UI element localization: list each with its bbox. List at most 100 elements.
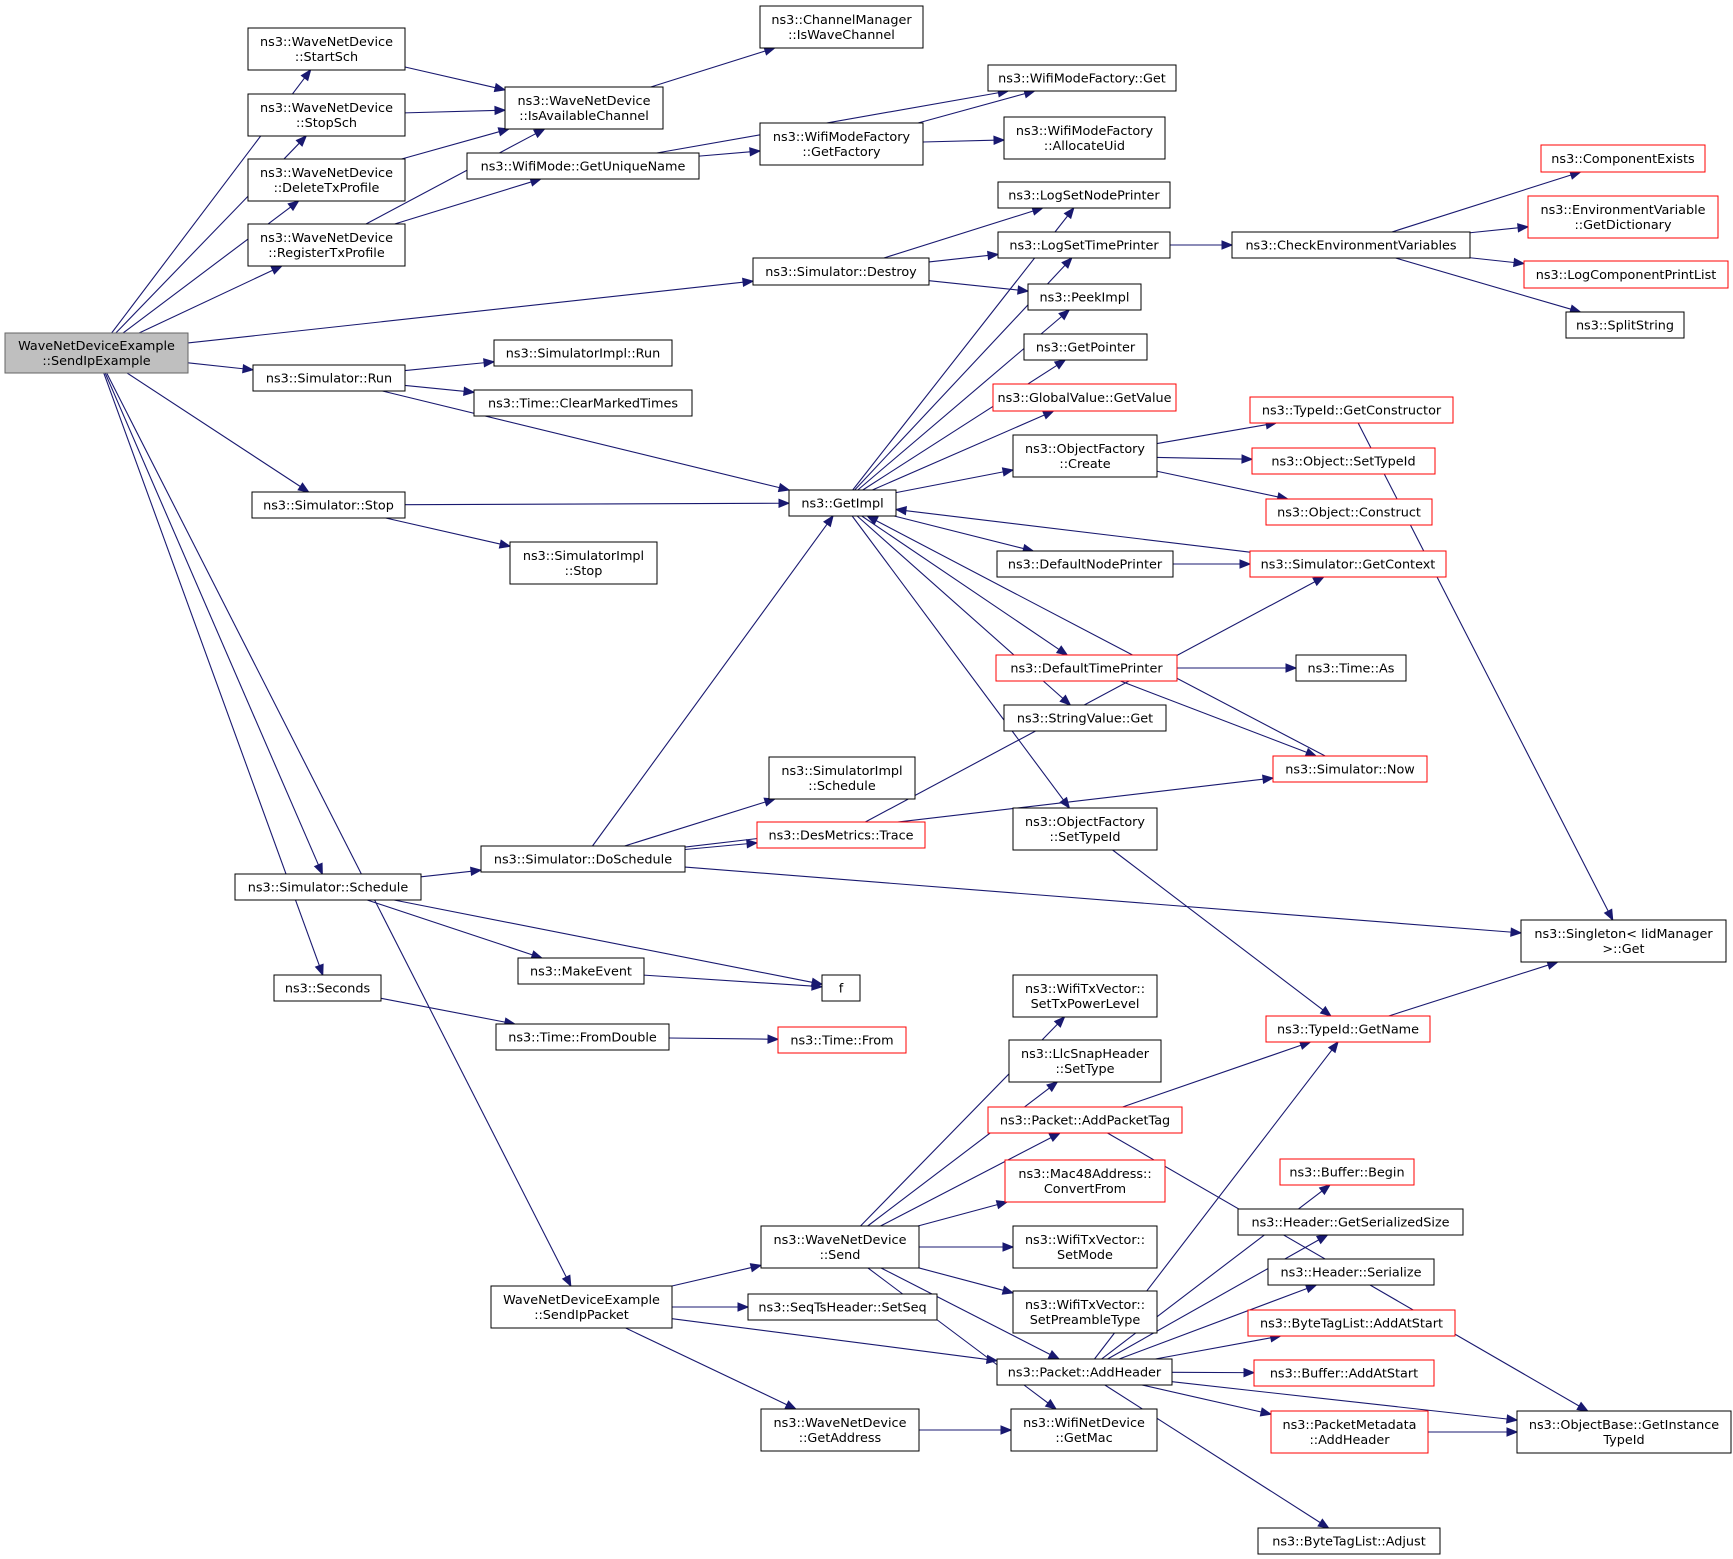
node-box[interactable] xyxy=(504,86,664,130)
node-wmfGetFactory[interactable]: ns3::WifiModeFactory::GetFactory xyxy=(759,122,924,166)
node-deleteTx[interactable]: ns3::WaveNetDevice::DeleteTxProfile xyxy=(247,158,406,202)
node-box[interactable] xyxy=(996,550,1174,578)
node-wndSend[interactable]: ns3::WaveNetDevice::Send xyxy=(760,1225,920,1269)
node-stopSch[interactable]: ns3::WaveNetDevice::StopSch xyxy=(247,93,406,137)
node-box[interactable] xyxy=(996,1358,1173,1386)
node-box[interactable] xyxy=(1257,1527,1441,1555)
node-box[interactable] xyxy=(1247,1309,1456,1337)
node-box[interactable] xyxy=(1003,704,1167,732)
node-root[interactable]: WaveNetDeviceExample::SendIpExample xyxy=(4,332,189,374)
node-box[interactable] xyxy=(1012,1290,1158,1334)
node-box[interactable] xyxy=(821,974,861,1002)
node-box[interactable] xyxy=(1279,1158,1415,1186)
node-wifiGetMac[interactable]: ns3::WifiNetDevice::GetMac xyxy=(1010,1408,1158,1452)
node-txSetPreamble[interactable]: ns3::WifiTxVector::SetPreambleType xyxy=(1012,1290,1158,1334)
node-logSetTime[interactable]: ns3::LogSetTimePrinter xyxy=(997,231,1171,259)
node-addPacketTag[interactable]: ns3::Packet::AddPacketTag xyxy=(987,1106,1183,1134)
node-wndGetAddress[interactable]: ns3::WaveNetDevice::GetAddress xyxy=(760,1408,920,1452)
node-box[interactable] xyxy=(1010,1408,1158,1452)
node-box[interactable] xyxy=(252,364,406,392)
node-box[interactable] xyxy=(234,873,422,901)
node-box[interactable] xyxy=(1540,144,1706,173)
node-ofSetTypeId[interactable]: ns3::ObjectFactory::SetTypeId xyxy=(1012,807,1158,851)
node-makeEvent[interactable]: ns3::MakeEvent xyxy=(517,957,645,985)
node-box[interactable] xyxy=(1267,1258,1435,1286)
node-defTimePrinter[interactable]: ns3::DefaultTimePrinter xyxy=(995,654,1178,682)
node-seconds[interactable]: ns3::Seconds xyxy=(273,974,382,1002)
node-box[interactable] xyxy=(759,5,924,49)
node-box[interactable] xyxy=(493,339,673,367)
node-getPointer[interactable]: ns3::GetPointer xyxy=(1023,333,1148,361)
node-box[interactable] xyxy=(752,257,930,286)
node-box[interactable] xyxy=(997,231,1171,259)
node-gvGetValue[interactable]: ns3::GlobalValue::GetValue xyxy=(992,383,1177,412)
node-txSetPower[interactable]: ns3::WifiTxVector::SetTxPowerLevel xyxy=(1012,974,1158,1018)
node-box[interactable] xyxy=(273,974,382,1002)
node-simNow[interactable]: ns3::Simulator::Now xyxy=(1272,755,1428,783)
node-addHeader[interactable]: ns3::Packet::AddHeader xyxy=(996,1358,1173,1386)
node-simStop[interactable]: ns3::Simulator::Stop xyxy=(251,491,406,519)
node-box[interactable] xyxy=(759,122,924,166)
node-simImplRun[interactable]: ns3::SimulatorImpl::Run xyxy=(493,339,673,367)
node-logCompPrint[interactable]: ns3::LogComponentPrintList xyxy=(1523,260,1729,289)
node-f[interactable]: f xyxy=(821,974,861,1002)
node-box[interactable] xyxy=(247,158,406,202)
node-box[interactable] xyxy=(1023,333,1148,361)
node-box[interactable] xyxy=(1012,434,1158,478)
node-box[interactable] xyxy=(777,1026,907,1054)
node-box[interactable] xyxy=(760,1408,920,1452)
node-box[interactable] xyxy=(490,1285,673,1329)
node-box[interactable] xyxy=(509,541,658,585)
node-splitString[interactable]: ns3::SplitString xyxy=(1565,311,1685,339)
node-tidGetName[interactable]: ns3::TypeId::GetName xyxy=(1265,1015,1431,1043)
node-box[interactable] xyxy=(1249,550,1447,578)
node-hdrSerialize[interactable]: ns3::Header::Serialize xyxy=(1267,1258,1435,1286)
node-timeAs[interactable]: ns3::Time::As xyxy=(1295,654,1407,682)
node-simDestroy[interactable]: ns3::Simulator::Destroy xyxy=(752,257,930,286)
node-box[interactable] xyxy=(747,1293,938,1321)
node-box[interactable] xyxy=(987,64,1177,92)
node-box[interactable] xyxy=(995,654,1178,682)
node-box[interactable] xyxy=(517,957,645,985)
node-box[interactable] xyxy=(987,1106,1183,1134)
node-box[interactable] xyxy=(1527,195,1719,239)
node-startSch[interactable]: ns3::WaveNetDevice::StartSch xyxy=(247,27,406,71)
node-box[interactable] xyxy=(1027,283,1142,311)
node-box[interactable] xyxy=(1295,654,1407,682)
node-box[interactable] xyxy=(1272,755,1428,783)
node-tidGetCtor[interactable]: ns3::TypeId::GetConstructor xyxy=(1249,396,1454,424)
node-box[interactable] xyxy=(1008,1039,1162,1083)
node-bufAddAtStart[interactable]: ns3::Buffer::AddAtStart xyxy=(1253,1359,1435,1387)
node-btlAddAtStart[interactable]: ns3::ByteTagList::AddAtStart xyxy=(1247,1309,1456,1337)
node-simRun[interactable]: ns3::Simulator::Run xyxy=(252,364,406,392)
node-objSetTypeId[interactable]: ns3::Object::SetTypeId xyxy=(1251,447,1436,475)
node-box[interactable] xyxy=(992,383,1177,412)
node-box[interactable] xyxy=(1231,231,1471,259)
node-fromDouble[interactable]: ns3::Time::FromDouble xyxy=(495,1023,670,1051)
node-clearMarked[interactable]: ns3::Time::ClearMarkedTimes xyxy=(473,389,693,417)
node-box[interactable] xyxy=(251,491,406,519)
node-checkEnv[interactable]: ns3::CheckEnvironmentVariables xyxy=(1231,231,1471,259)
node-box[interactable] xyxy=(247,27,406,71)
node-defNodePrinter[interactable]: ns3::DefaultNodePrinter xyxy=(996,550,1174,578)
node-singletonGet[interactable]: ns3::Singleton< IidManager >::Get xyxy=(1520,919,1727,963)
node-timeFrom[interactable]: ns3::Time::From xyxy=(777,1026,907,1054)
node-btlAdjust[interactable]: ns3::ByteTagList::Adjust xyxy=(1257,1527,1441,1555)
node-box[interactable] xyxy=(4,332,189,374)
node-box[interactable] xyxy=(1516,1410,1732,1454)
node-hdrGetSize[interactable]: ns3::Header::GetSerializedSize xyxy=(1237,1208,1464,1236)
node-box[interactable] xyxy=(756,821,926,849)
node-pmAddHeader[interactable]: ns3::PacketMetadata::AddHeader xyxy=(1270,1410,1429,1454)
node-chanMgr[interactable]: ns3::ChannelManager::IsWaveChannel xyxy=(759,5,924,49)
node-box[interactable] xyxy=(466,152,700,180)
node-stringValGet[interactable]: ns3::StringValue::Get xyxy=(1003,704,1167,732)
node-box[interactable] xyxy=(1520,919,1727,963)
node-box[interactable] xyxy=(1004,1159,1166,1203)
node-box[interactable] xyxy=(473,389,693,417)
node-box[interactable] xyxy=(1012,974,1158,1018)
node-box[interactable] xyxy=(1565,311,1685,339)
node-box[interactable] xyxy=(1003,116,1166,160)
node-registerTx[interactable]: ns3::WaveNetDevice::RegisterTxProfile xyxy=(247,223,406,267)
node-wmfGet[interactable]: ns3::WifiModeFactory::Get xyxy=(987,64,1177,92)
node-box[interactable] xyxy=(997,181,1171,209)
